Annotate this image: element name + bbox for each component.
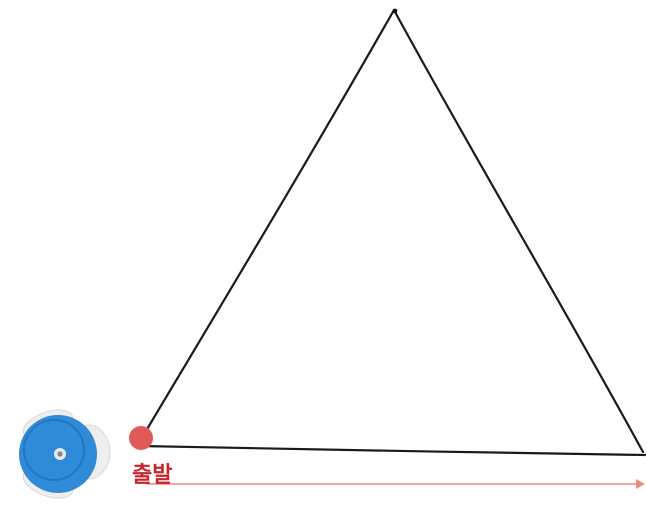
- start-label: 출발: [132, 463, 172, 489]
- start-marker: [129, 426, 153, 450]
- triangle-left-edge: [140, 10, 394, 441]
- right-arrow-icon: [146, 479, 645, 489]
- triangle-bottom-edge: [140, 446, 645, 455]
- robot-sensor-core: [57, 451, 62, 456]
- triangle-right-edge: [394, 10, 643, 452]
- robot-icon: [19, 404, 110, 504]
- triangle-path: [140, 9, 645, 455]
- apex-dot: [393, 9, 398, 14]
